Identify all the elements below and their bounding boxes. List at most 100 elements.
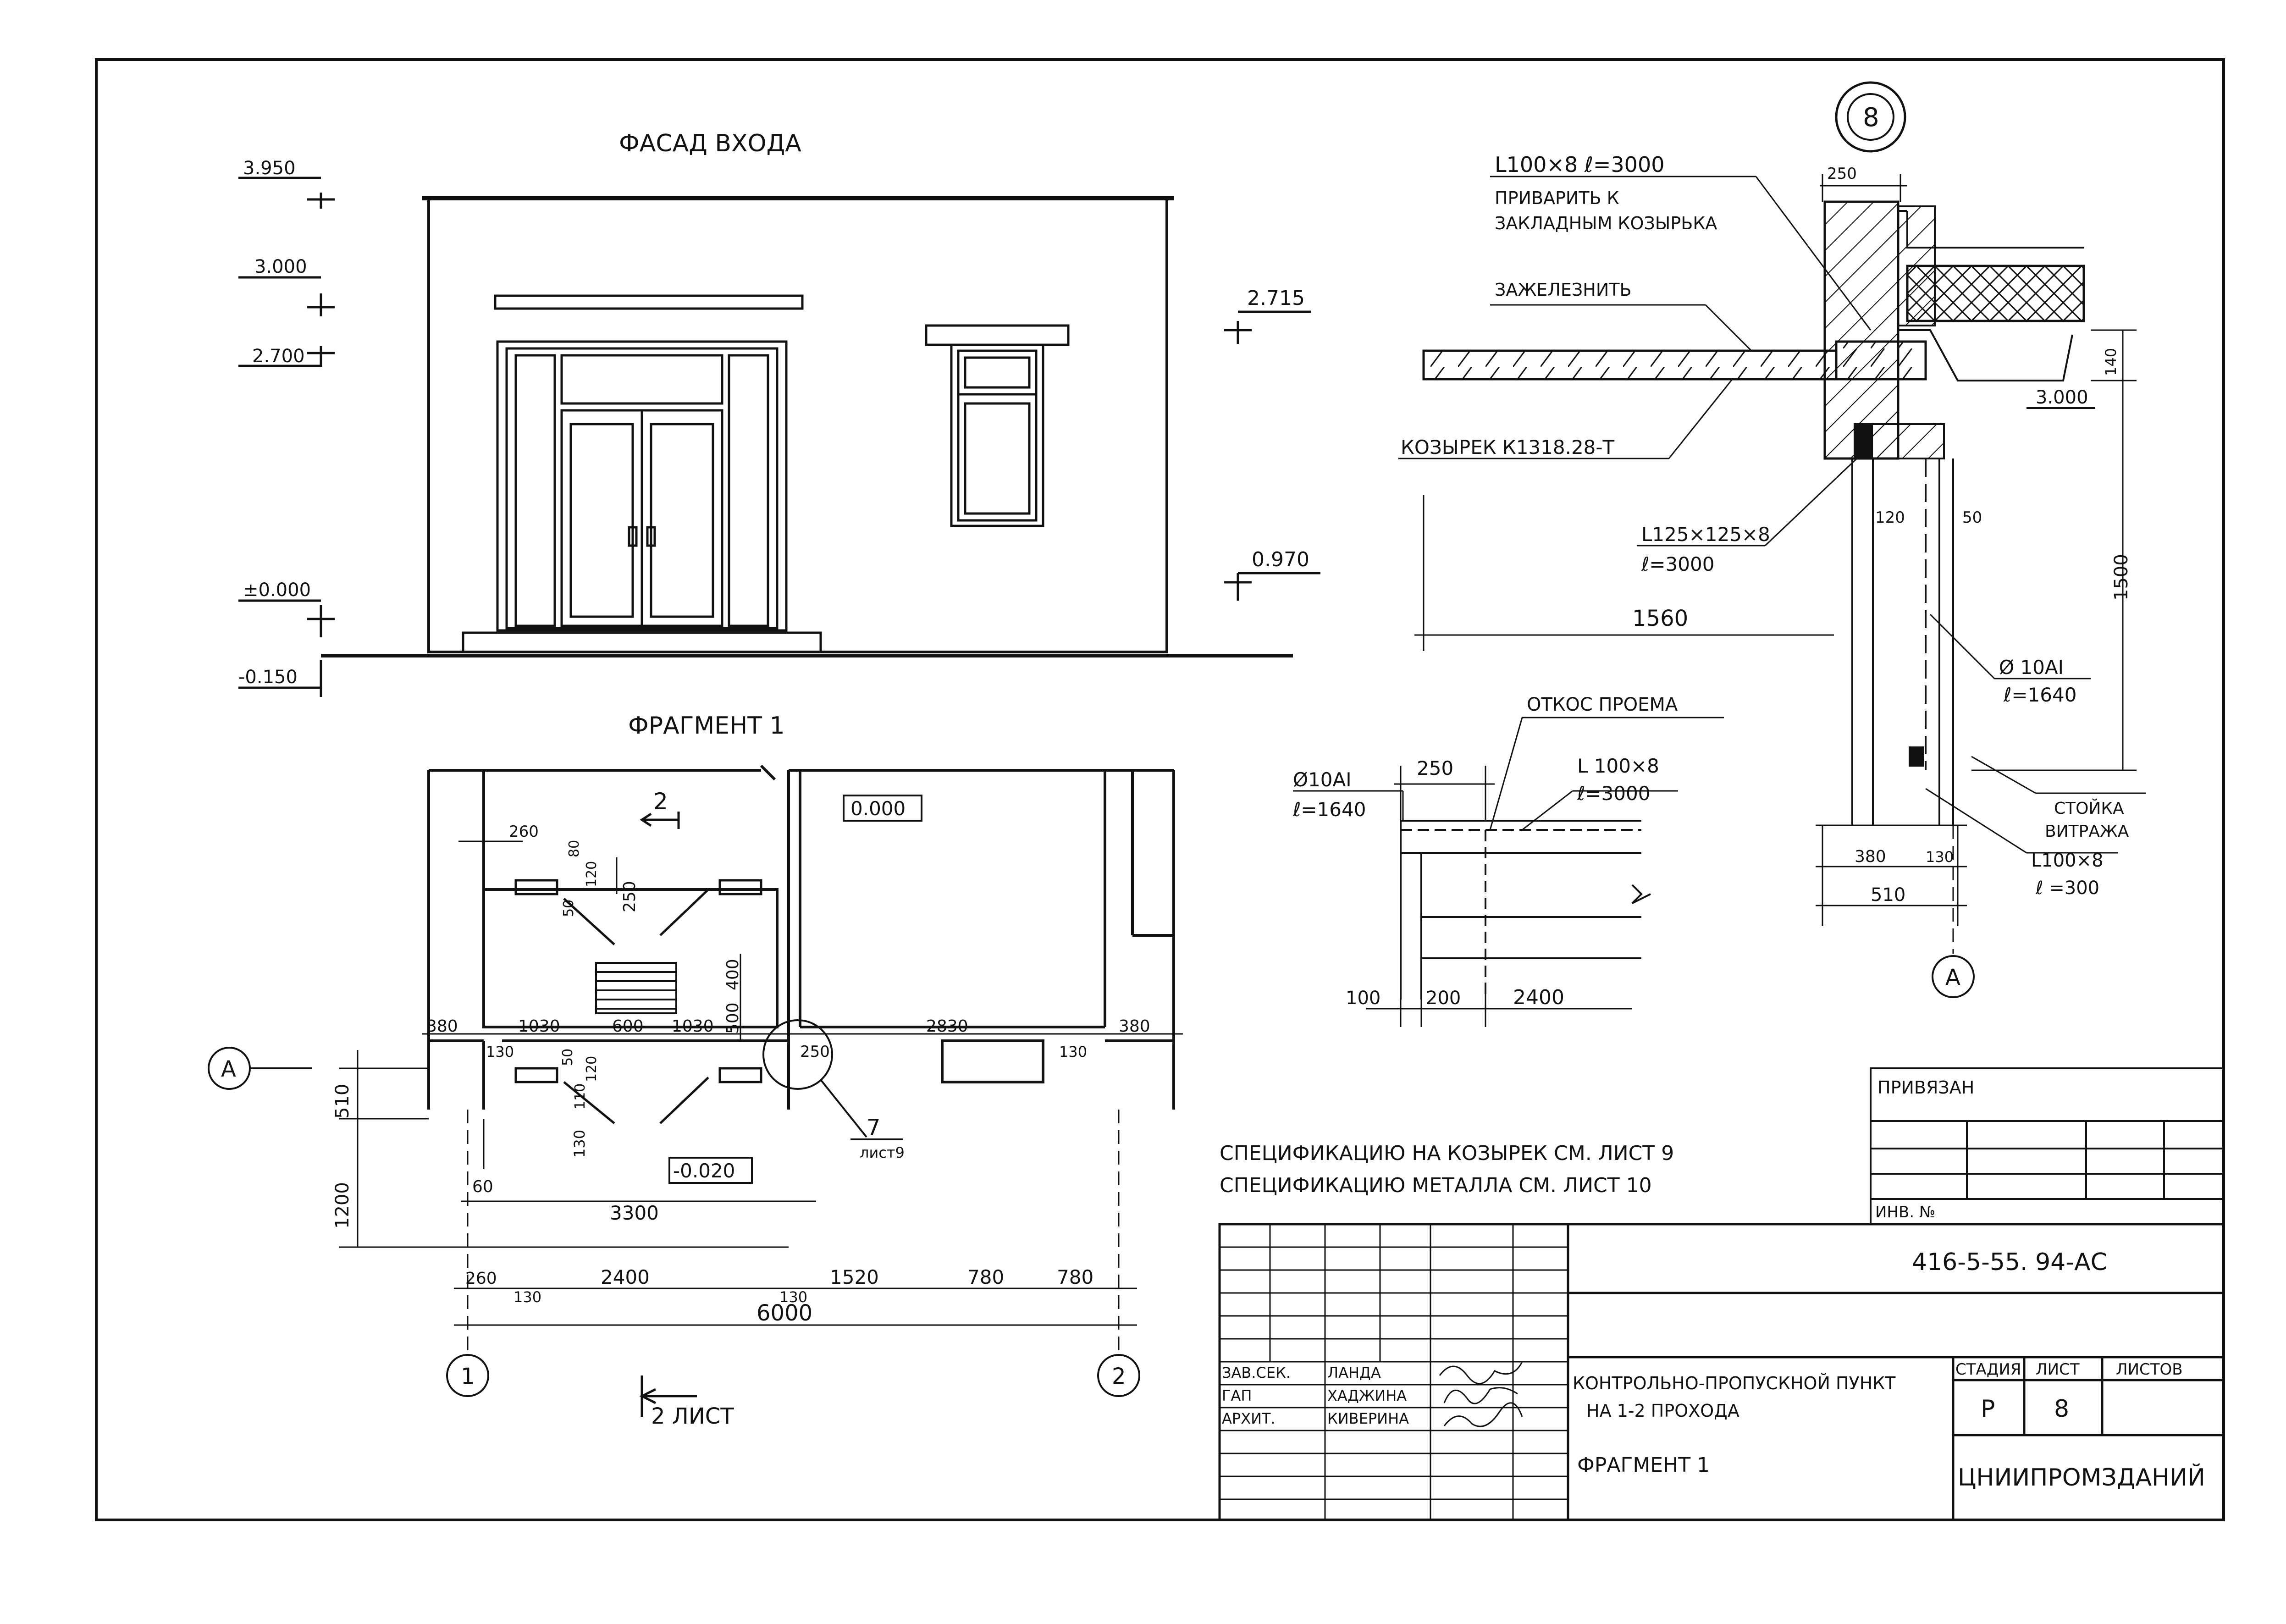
slope-dim-250: 250 (1417, 757, 1453, 779)
note-canopy-spec: СПЕЦИФИКАЦИЮ НА КОЗЫРЕК СМ. ЛИСТ 9 (1220, 1142, 1674, 1165)
slope-geometry (1400, 820, 1651, 1000)
dim-380-left: 380 (426, 1017, 458, 1036)
node-wall (1823, 200, 1899, 460)
dim-780a: 780 (967, 1266, 1004, 1288)
stamp-signatures (1439, 1361, 1523, 1427)
node-dim-120: 120 (1875, 508, 1905, 527)
dim-380-right: 380 (1119, 1017, 1150, 1036)
node-axis-label: А (1945, 965, 1960, 990)
door-canopy-band (494, 294, 804, 310)
stamp-sheet-title: ФРАГМЕНТ 1 (1577, 1453, 1710, 1477)
stamp-code: 416-5-55. 94-АС (1912, 1248, 2107, 1276)
dim-2400: 2400 (601, 1266, 650, 1288)
node-leaders (1398, 176, 2146, 854)
dim-400: 400 (723, 959, 742, 990)
stamp-sheet: 8 (2054, 1395, 2069, 1423)
dim-110: 110 (572, 1083, 588, 1110)
plan-dimension-lines (339, 840, 1183, 1326)
slope-title: ОТКОС ПРОЕМА (1527, 694, 1678, 715)
node-dim-140: 140 (2102, 348, 2120, 376)
dim-130-right: 130 (1059, 1043, 1087, 1061)
facade-level-marks (238, 177, 1320, 697)
node-label-angle-bot-1: L100×8 (2031, 850, 2104, 871)
axis-2-label: 2 (1112, 1364, 1126, 1389)
plan-grille (595, 962, 677, 1014)
node-8-section: 8 (1398, 81, 2146, 998)
callout-number: 7 (867, 1115, 881, 1140)
stamp-role-3: АРХИТ. (1222, 1410, 1276, 1427)
node-axis-bubble (1932, 955, 1975, 998)
stamp-tied: ПРИВЯЗАН (1877, 1077, 1974, 1098)
node-label-rod-2: ℓ=1640 (2003, 684, 2076, 706)
dim-1520: 1520 (830, 1266, 879, 1288)
dim-1200: 1200 (332, 1182, 353, 1229)
stamp-main-grid (1218, 1223, 2225, 1521)
fragment-title: ФРАГМЕНТ 1 (628, 712, 785, 740)
slope-dim-100: 100 (1346, 988, 1380, 1009)
dim-250a: 250 (620, 881, 639, 912)
fragment-plan: ФРАГМЕНТ 1 (208, 712, 1183, 1429)
node-level-3000: 3.000 (2036, 387, 2088, 408)
slope-dim-2400: 2400 (1513, 986, 1564, 1009)
dim-1030b: 1030 (672, 1017, 714, 1036)
axis-1-label: 1 (461, 1364, 475, 1389)
level-2700: 2.700 (252, 346, 305, 367)
slope-dimension-lines (1293, 766, 1678, 1027)
facade-window (925, 324, 1070, 527)
facade-wall (427, 197, 1168, 653)
dim-120b: 120 (584, 1056, 600, 1082)
slope-detail: ОТКОС ПРОЕМА 250 Ø10А (1292, 694, 1724, 1027)
dim-60: 60 (472, 1177, 493, 1196)
axis-2-bubble (1097, 1354, 1140, 1397)
facade-view: ФАСАД ВХОДА 3.950 3.000 2.700 ±0.000 -0.… (238, 130, 1320, 697)
dim-120a: 120 (584, 861, 600, 887)
node-dim-130: 130 (1926, 848, 1954, 866)
dim-6000: 6000 (756, 1300, 812, 1326)
axis-1-bubble (446, 1354, 489, 1397)
note-metal-spec: СПЕЦИФИКАЦИЮ МЕТАЛЛА СМ. ЛИСТ 10 (1220, 1174, 1652, 1197)
dim-780b: 780 (1057, 1266, 1093, 1288)
dim-600: 600 (612, 1017, 644, 1036)
dim-50a: 50 (561, 900, 577, 917)
facade-title: ФАСАД ВХОДА (619, 130, 801, 157)
node-8-marker-inner (1847, 93, 1894, 141)
slope-label-angle-1: L 100×8 (1577, 755, 1659, 777)
entrance-step (462, 631, 822, 653)
level-vestibule: -0.020 (673, 1160, 735, 1182)
sheet-frame (95, 58, 2225, 1521)
entrance-door (496, 340, 788, 632)
slope-label-rod-2: ℓ=1640 (1292, 798, 1366, 821)
level-3000: 3.000 (254, 256, 307, 277)
node-label-angle-top: L100×8 ℓ=3000 (1495, 152, 1664, 177)
node-label-weld-1: ПРИВАРИТЬ К (1495, 188, 1619, 208)
slope-label-angle-2: ℓ=3000 (1577, 782, 1650, 805)
node-8-marker: 8 (1863, 103, 1879, 133)
node-label-angle-bot-2: ℓ =300 (2035, 878, 2099, 899)
node-label-rod-1: Ø 10АI (1999, 656, 2064, 679)
slope-dim-200: 200 (1426, 988, 1461, 1009)
stamp-inv: ИНВ. № (1875, 1203, 1935, 1221)
node-dim-50: 50 (1962, 508, 1982, 527)
node-label-canopy: КОЗЫРЕК К1318.28-Т (1401, 436, 1615, 458)
level-2715: 2.715 (1247, 287, 1305, 310)
dim-130a: 130 (486, 1043, 514, 1061)
plan-walls (427, 764, 1175, 1110)
level-0000: ±0.000 (243, 580, 311, 601)
node-dim-1560: 1560 (1632, 606, 1688, 631)
node-label-iron: ЗАЖЕЛЕЗНИТЬ (1495, 280, 1632, 300)
stamp-org: ЦНИИПРОМЗДАНИЙ (1958, 1464, 2205, 1491)
node-label-angle-mid-2: ℓ=3000 (1641, 553, 1714, 575)
level-box-vestibule (668, 1157, 753, 1184)
dim-260a: 260 (509, 823, 539, 841)
dim-50b: 50 (560, 1049, 576, 1066)
callout-sheet: лист9 (860, 1144, 905, 1161)
node-insulation (1906, 265, 2085, 322)
dim-3300: 3300 (610, 1202, 659, 1224)
stamp-h-stage: СТАДИЯ (1955, 1360, 2021, 1379)
stamp-h-sheet: ЛИСТ (2036, 1360, 2080, 1379)
dim-130v: 130 (571, 1130, 588, 1158)
node-canopy-slab (1422, 349, 1838, 381)
dim-80: 80 (566, 840, 582, 857)
node-label-post-2: ВИТРАЖА (2045, 822, 2129, 841)
